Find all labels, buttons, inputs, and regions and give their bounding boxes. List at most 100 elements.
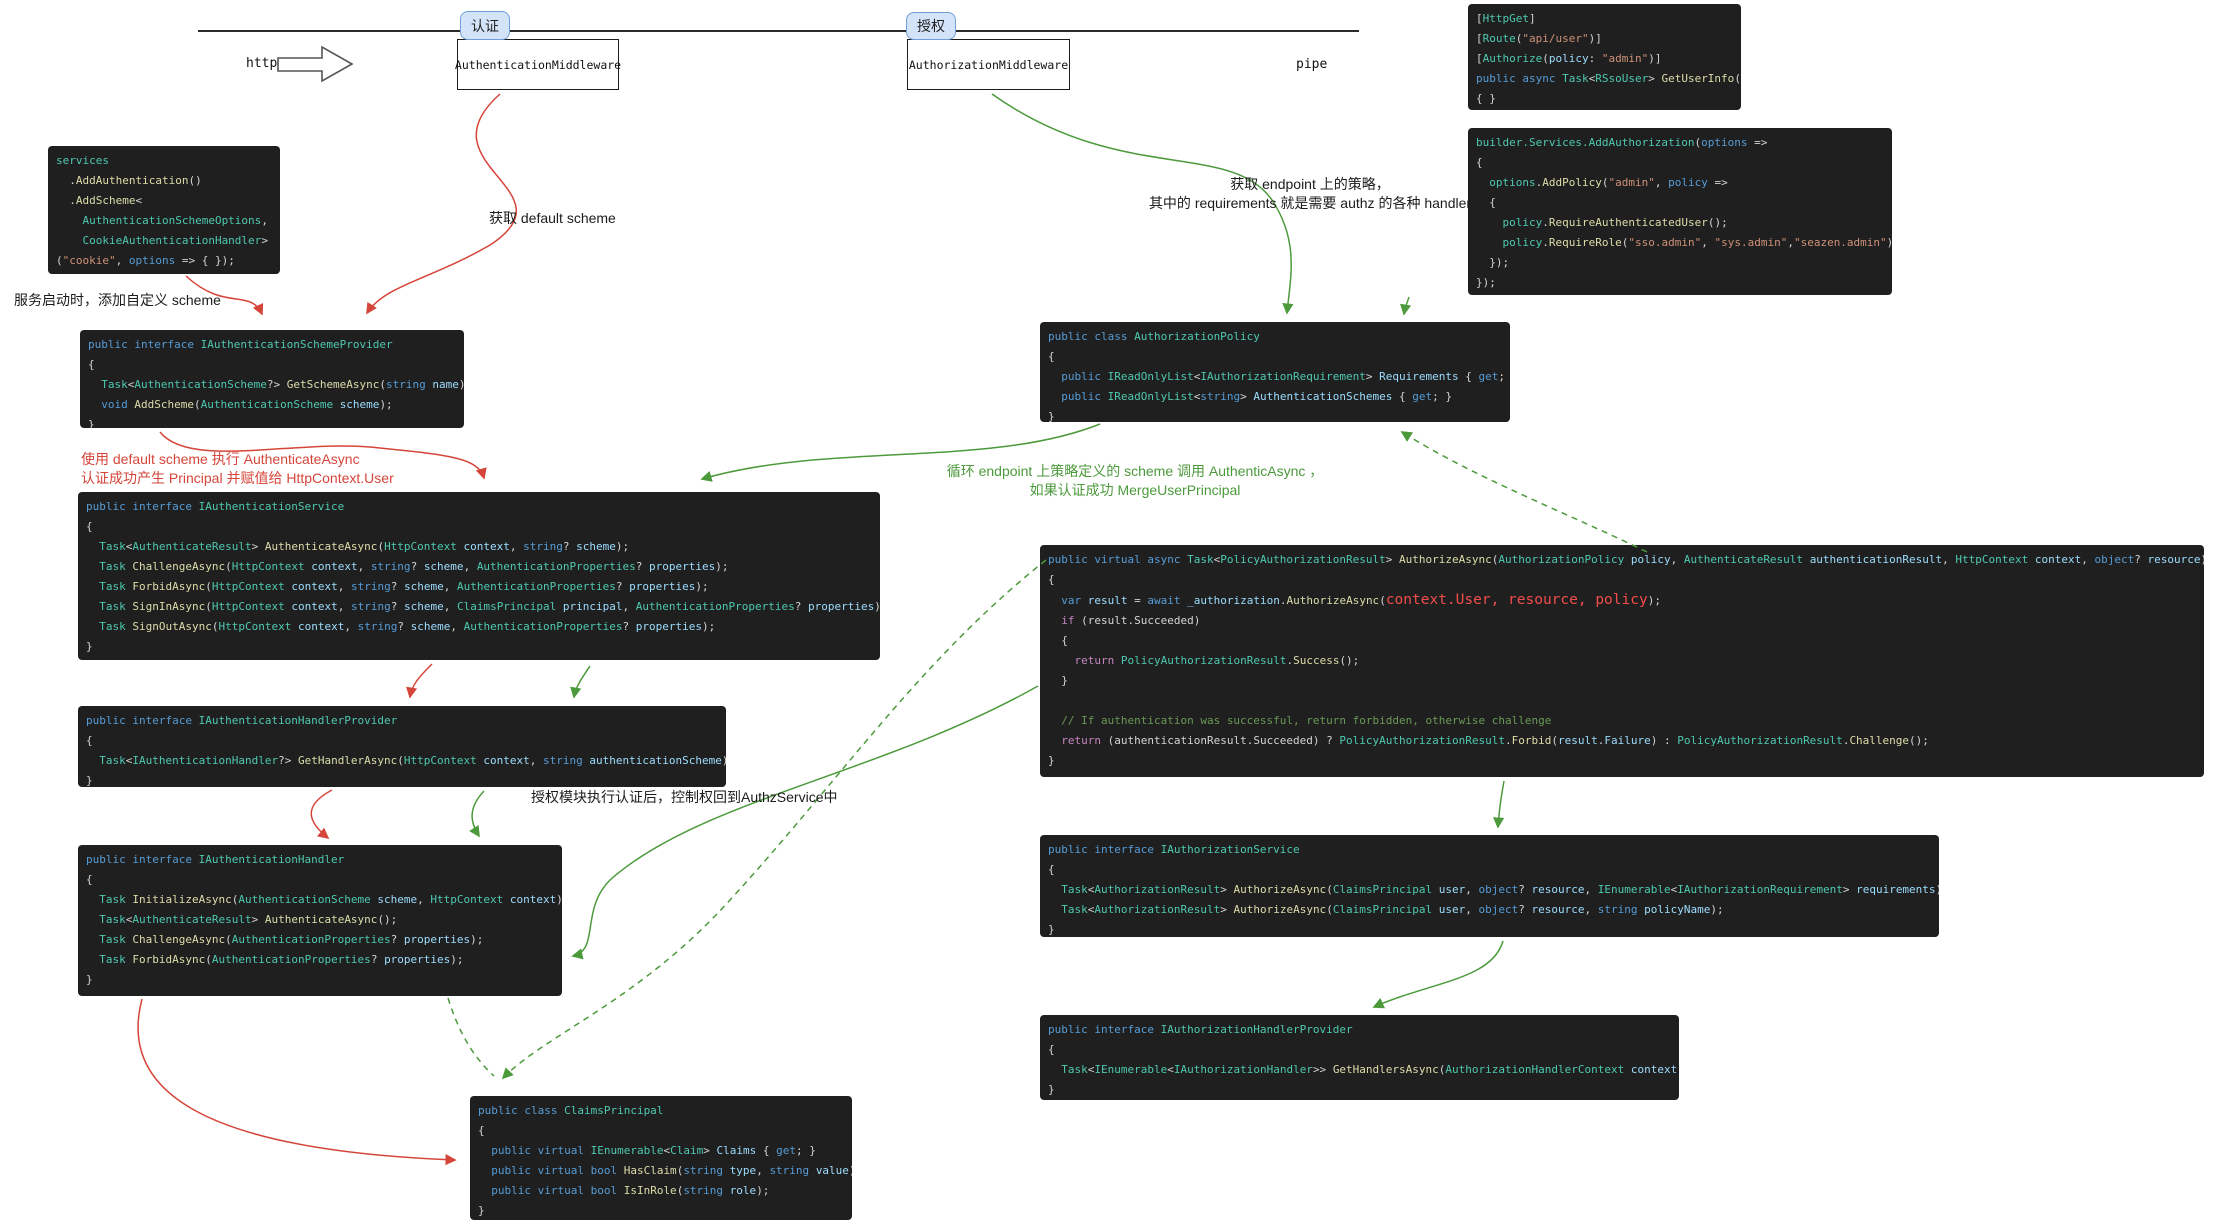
code-line: return PolicyAuthorizationResult.Success… <box>1074 654 1360 667</box>
code-block-authorization-service: public interface IAuthorizationService{ … <box>1040 835 1939 937</box>
arrow-authn-service-to-handler-provider-red <box>406 663 433 699</box>
code-line: var result = await _authorization.Author… <box>1061 592 1661 608</box>
code-line: .AddScheme< <box>56 194 143 207</box>
code-line: public class AuthorizationPolicy <box>1048 330 1260 343</box>
code-line: { <box>1476 196 1496 209</box>
annotation-endpoint-policy-line2: 其中的 requirements 就是需要 authz 的各种 handler <box>1148 195 1472 211</box>
annotation-startup: 服务启动时，添加自定义 scheme <box>14 292 221 308</box>
code-line: { } <box>1476 92 1496 105</box>
code-line: Task<IAuthenticationHandler?> GetHandler… <box>99 754 726 767</box>
arrow-builder-to-policy <box>1400 296 1412 316</box>
code-block-authorization-handler-provider: public interface IAuthorizationHandlerPr… <box>1040 1015 1679 1100</box>
arrow-authn-middleware-to-scheme-provider <box>366 93 517 315</box>
code-line: public interface IAuthenticationSchemePr… <box>88 338 393 351</box>
code-line: { <box>88 358 95 371</box>
authz-middleware-box: AuthorizationMiddleware <box>907 39 1070 90</box>
code-line: { <box>1048 573 1055 586</box>
code-block-httpget: [HttpGet][Route("api/user")][Authorize(p… <box>1468 4 1741 110</box>
annotation-endpoint-policy: 获取 endpoint 上的策略， 其中的 requirements 就是需要 … <box>1085 175 1535 213</box>
code-block-authorization-policy: public class AuthorizationPolicy { public… <box>1040 322 1510 422</box>
code-line: } <box>1048 410 1055 422</box>
code-line: public async Task<RSsoUser> GetUserInfo(… <box>1476 72 1741 85</box>
code-line: { <box>86 873 93 886</box>
code-line: Task ChallengeAsync(AuthenticationProper… <box>99 933 484 946</box>
code-line: [Route("api/user")] <box>1476 32 1602 45</box>
code-line: { <box>1048 1043 1055 1056</box>
code-line: Task SignInAsync(HttpContext context, st… <box>99 600 880 613</box>
code-line: CookieAuthenticationHandler> <box>56 234 268 247</box>
code-line: public interface IAuthenticationHandler <box>86 853 345 866</box>
code-line: } <box>1048 754 1055 767</box>
arrow-authz-service-to-authz-handler-provider <box>1372 940 1504 1009</box>
code-line: policy.RequireRole("sso.admin", "sys.adm… <box>1502 236 1893 249</box>
annotation-loop-scheme-line1: 循环 endpoint 上策略定义的 scheme 调用 AuthenticAs… <box>946 463 1324 479</box>
code-line: } <box>1048 1083 1055 1096</box>
code-line: Task<AuthorizationResult> AuthorizeAsync… <box>1061 903 1724 916</box>
code-line: }); <box>1476 256 1510 269</box>
http-label: http <box>246 56 278 71</box>
code-line: } <box>478 1204 485 1217</box>
code-line: Task<AuthenticateResult> AuthenticateAsy… <box>99 540 630 553</box>
code-line: ("cookie", options => { }); <box>56 254 235 267</box>
code-line: } <box>1048 674 1068 687</box>
annotation-loop-scheme-line2: 如果认证成功 MergeUserPrincipal <box>1029 482 1241 498</box>
code-line: Task<AuthenticateResult> AuthenticateAsy… <box>99 913 398 926</box>
code-line: { <box>1048 634 1068 647</box>
code-block-authentication-handler-provider: public interface IAuthenticationHandlerP… <box>78 706 726 787</box>
code-line: .AddAuthentication() <box>56 174 202 187</box>
annotation-loop-scheme: 循环 endpoint 上策略定义的 scheme 调用 AuthenticAs… <box>925 462 1345 500</box>
arrow-handler-provider-to-authn-handler-red <box>310 789 333 840</box>
annotation-endpoint-policy-line1: 获取 endpoint 上的策略， <box>1230 176 1390 192</box>
annotation-get-default-scheme: 获取 default scheme <box>489 210 616 226</box>
code-line: public virtual bool IsInRole(string role… <box>491 1184 770 1197</box>
annotation-authz-back: 授权模块执行认证后，控制权回到AuthzService中 <box>531 789 838 805</box>
authz-tag: 授权 <box>906 12 956 40</box>
code-block-claims-principal: public class ClaimsPrincipal { public vir… <box>470 1096 852 1220</box>
code-line: AuthenticationSchemeOptions, <box>56 214 268 227</box>
code-line: public interface IAuthorizationService <box>1048 843 1300 856</box>
code-line: builder.Services.AddAuthorization(option… <box>1476 136 1768 149</box>
dashed-authn-handler-to-claims-principal <box>447 997 495 1077</box>
code-line: Task<IEnumerable<IAuthorizationHandler>>… <box>1061 1063 1679 1076</box>
code-line: if (result.Succeeded) <box>1061 614 1201 627</box>
arrow-handler-provider-to-authn-handler-green <box>469 790 485 838</box>
code-line: services <box>56 154 109 167</box>
code-line: { <box>86 734 93 747</box>
code-block-add-authorization: builder.Services.AddAuthorization(option… <box>1468 128 1892 295</box>
http-arrow-icon <box>277 45 354 83</box>
code-line: Task<AuthorizationResult> AuthorizeAsync… <box>1061 883 1939 896</box>
pipeline-line <box>198 30 1359 32</box>
code-block-authentication-service: public interface IAuthenticationService{… <box>78 492 880 660</box>
code-line: public interface IAuthenticationService <box>86 500 345 513</box>
code-line: public virtual IEnumerable<Claim> Claims… <box>491 1144 816 1157</box>
code-line: // If authentication was successful, ret… <box>1061 714 1552 727</box>
code-line: { <box>478 1124 485 1137</box>
code-line: public virtual bool HasClaim(string type… <box>491 1164 852 1177</box>
dashed-authorize-async-to-policy <box>1400 431 1648 553</box>
code-line: } <box>86 973 93 986</box>
code-line: } <box>1048 923 1055 936</box>
authn-middleware-box: AuthenticationMiddleware <box>455 39 621 90</box>
code-line: options.AddPolicy("admin", policy => <box>1489 176 1728 189</box>
code-line: { <box>1048 350 1055 363</box>
code-line: public class ClaimsPrincipal <box>478 1104 664 1117</box>
code-line: policy.RequireAuthenticatedUser(); <box>1502 216 1728 229</box>
code-line: public IReadOnlyList<string> Authenticat… <box>1061 390 1453 403</box>
code-line: Task InitializeAsync(AuthenticationSchem… <box>99 893 562 906</box>
code-line: Task ForbidAsync(HttpContext context, st… <box>99 580 709 593</box>
code-line: { <box>1476 156 1483 169</box>
code-line: Task ChallengeAsync(HttpContext context,… <box>99 560 729 573</box>
code-line: Task<AuthenticationScheme?> GetSchemeAsy… <box>101 378 464 391</box>
arrow-authn-handler-to-claims-principal <box>137 998 457 1166</box>
code-line: public IReadOnlyList<IAuthorizationRequi… <box>1061 370 1506 383</box>
annotation-authenticate-red-line2: 认证成功产生 Principal 并赋值给 HttpContext.User <box>81 470 394 486</box>
annotation-authenticate-red: 使用 default scheme 执行 AuthenticateAsync 认… <box>81 450 394 488</box>
code-line: public interface IAuthorizationHandlerPr… <box>1048 1023 1353 1036</box>
code-line: } <box>88 418 95 428</box>
code-line: public interface IAuthenticationHandlerP… <box>86 714 398 727</box>
code-line: } <box>86 774 93 787</box>
code-block-scheme-provider: public interface IAuthenticationSchemePr… <box>80 330 464 428</box>
arrow-authorize-async-to-authz-service <box>1493 780 1505 829</box>
code-line: } <box>86 640 93 653</box>
